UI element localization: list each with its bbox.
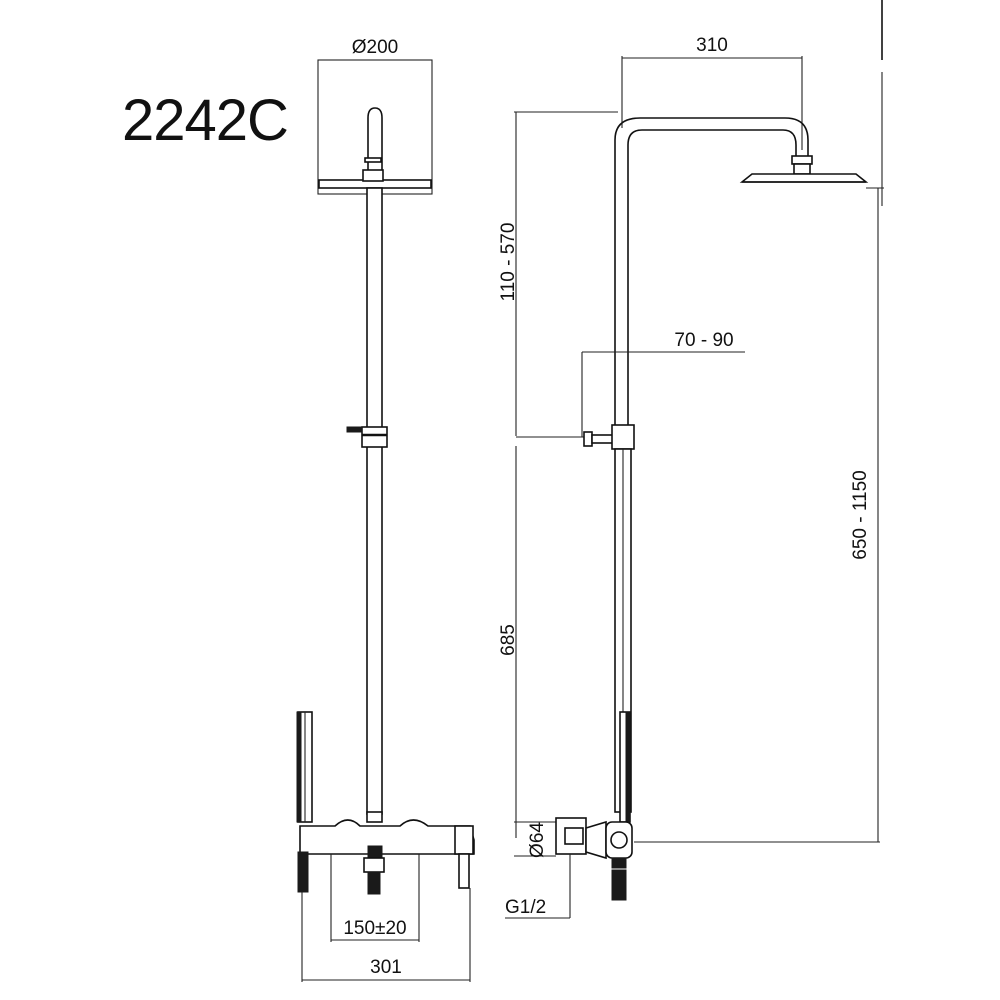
front-mixer-body	[299, 819, 475, 855]
model-number: 2242C	[122, 88, 288, 153]
side-shower-arm	[614, 117, 809, 425]
front-outlet	[363, 857, 385, 873]
dim-inlet-thread: G1/2	[505, 897, 546, 918]
dim-head-diameter: Ø200	[352, 37, 398, 58]
side-slider	[611, 424, 635, 450]
side-bracket-wall	[583, 431, 593, 447]
front-left-inlet	[297, 851, 309, 893]
dim-bracket-offset: 70 - 90	[674, 330, 733, 351]
front-upper-arm	[367, 107, 383, 170]
dim-bracket-height: 685	[498, 624, 519, 656]
front-view: Ø200 150±20 301	[296, 37, 475, 982]
dim-upper-adjust: 110 - 570	[498, 223, 519, 302]
dim-inlet-diameter: Ø64	[527, 822, 548, 858]
dim-head-projection: 310	[696, 35, 728, 56]
front-head-connector	[362, 169, 384, 182]
side-eccentric	[585, 820, 607, 860]
front-slider-knob	[346, 426, 363, 433]
side-bracket-arm	[591, 434, 615, 444]
side-shower-head	[739, 173, 869, 183]
dim-inlet-spacing: 150±20	[343, 918, 406, 939]
front-mixer-lever	[454, 825, 474, 855]
side-outlet	[611, 869, 627, 901]
dim-mixer-width: 301	[370, 957, 402, 978]
side-view: 310 650 - 1150 110 - 570 70 - 90	[498, 0, 884, 919]
side-head-nut	[791, 155, 813, 165]
dim-total-height: 650 - 1150	[850, 470, 871, 559]
front-riser-connector	[366, 811, 383, 823]
front-mixer-handle	[458, 853, 470, 889]
front-riser	[366, 187, 383, 815]
front-slider	[361, 426, 388, 448]
